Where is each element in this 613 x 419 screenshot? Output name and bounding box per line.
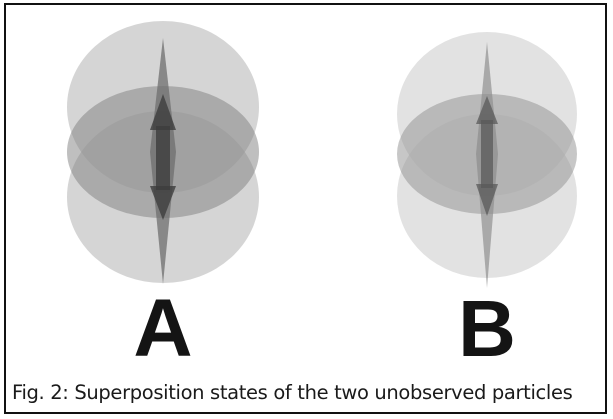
particle-a: A [67,21,259,374]
particle-b-label: B [458,284,516,373]
particle-a-double-arrow-icon [150,94,176,220]
particle-b: B [397,32,577,373]
particle-a-label: A [133,283,192,374]
particle-b-double-arrow-icon [476,96,498,216]
figure-caption: Fig. 2: Superposition states of the two … [12,381,573,404]
